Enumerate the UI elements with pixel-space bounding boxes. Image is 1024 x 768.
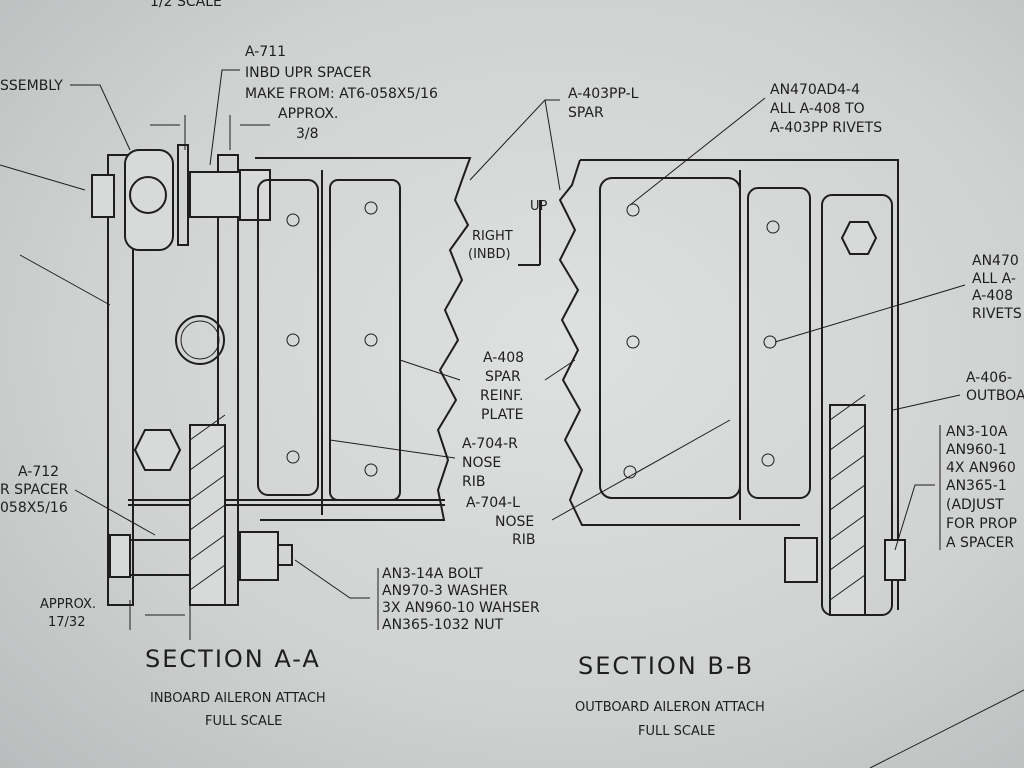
callout-line: A-408 — [483, 350, 524, 366]
nose-rib-r-callout: A-704-R NOSE RIB — [462, 436, 518, 490]
section-scale: FULL SCALE — [638, 724, 715, 739]
callout-line: ALL A-408 TO — [770, 101, 865, 117]
callout-line: ALL A- — [972, 271, 1016, 287]
callout-line: A-403PP-L — [568, 86, 639, 102]
callout-line: AN365-1 — [946, 478, 1007, 494]
callout-line: SPAR — [485, 369, 521, 385]
callout-line: A-403PP RIVETS — [770, 120, 882, 136]
callout-line: REINF. — [480, 388, 523, 404]
leader-lines — [0, 69, 1024, 768]
callout-line: AN3-14A BOLT — [382, 566, 483, 582]
section-title: SECTION A-A — [145, 645, 321, 673]
section-a-geometry — [91, 115, 472, 640]
section-subtitle: INBOARD AILERON ATTACH — [150, 691, 326, 706]
inbd-label: (INBD) — [468, 247, 511, 262]
callout-line: AN970-3 WASHER — [382, 583, 508, 599]
callout-line: RIB — [462, 474, 485, 490]
rivets-right-callout: AN470 ALL A- A-408 RIVETS — [972, 253, 1022, 322]
callout-line: APPROX. — [278, 106, 338, 122]
callout-line: A SPACER — [946, 535, 1014, 551]
rivets-b-callout: AN470AD4-4 ALL A-408 TO A-403PP RIVETS — [770, 82, 882, 136]
callout-line: FOR PROP — [946, 516, 1017, 532]
section-subtitle: OUTBOARD AILERON ATTACH — [575, 700, 765, 715]
callout-line: 3X AN960-10 WAHSER — [382, 600, 540, 616]
callout-line: AN960-1 — [946, 442, 1007, 458]
outboard-callout: A-406- OUTBOA — [966, 370, 1024, 404]
assembly-label: SSEMBLY — [0, 78, 63, 94]
callout-line: RIB — [512, 532, 535, 548]
callout-line: RIVETS — [972, 306, 1022, 322]
callout-line: A-704-L — [466, 495, 520, 511]
callout-line: NOSE — [462, 455, 501, 471]
up-label: UP — [530, 199, 548, 214]
right-label: RIGHT — [472, 229, 513, 244]
callout-line: (ADJUST — [946, 497, 1004, 513]
callout-line: 4X AN960 — [946, 460, 1016, 476]
nose-rib-l-callout: A-704-L NOSE RIB — [466, 495, 535, 548]
section-scale: FULL SCALE — [205, 714, 282, 729]
callout-line: A-408 — [972, 288, 1013, 304]
top-scale-note: 1/2 SCALE — [150, 0, 222, 10]
section-b-title-block: SECTION B-B OUTBOARD AILERON ATTACH FULL… — [575, 652, 765, 739]
hardware-b-callout: AN3-10A AN960-1 4X AN960 AN365-1 (ADJUST… — [946, 424, 1017, 551]
approx-1732-dimension: APPROX. 17/32 — [40, 597, 96, 630]
a711-callout: A-711 INBD UPR SPACER MAKE FROM: AT6-058… — [245, 44, 438, 142]
callout-line: 058X5/16 — [0, 500, 68, 516]
callout-line: INBD UPR SPACER — [245, 65, 372, 81]
a712-callout: A-712 R SPACER 058X5/16 — [0, 464, 69, 516]
callout-line: AN365-1032 NUT — [382, 617, 504, 633]
callout-line: AN470 — [972, 253, 1019, 269]
section-a-title-block: SECTION A-A INBOARD AILERON ATTACH FULL … — [145, 645, 326, 729]
callout-line: 3/8 — [296, 126, 319, 142]
callout-line: APPROX. — [40, 597, 96, 612]
callout-line: SPAR — [568, 105, 604, 121]
callout-line: 17/32 — [48, 615, 85, 630]
callout-line: NOSE — [495, 514, 534, 530]
callout-line: OUTBOA — [966, 388, 1024, 404]
callout-line: MAKE FROM: AT6-058X5/16 — [245, 86, 438, 102]
callout-line: AN3-10A — [946, 424, 1008, 440]
callout-line: A-711 — [245, 44, 286, 60]
callout-line: A-712 — [18, 464, 59, 480]
direction-indicator: UP RIGHT (INBD) — [468, 199, 548, 262]
section-b-geometry — [518, 159, 906, 616]
hardware-a-callout: AN3-14A BOLT AN970-3 WASHER 3X AN960-10 … — [382, 566, 540, 633]
callout-line: A-704-R — [462, 436, 518, 452]
spar-callout: A-403PP-L SPAR — [568, 86, 639, 121]
callout-line: AN470AD4-4 — [770, 82, 860, 98]
callout-line: A-406- — [966, 370, 1012, 386]
callout-line: PLATE — [481, 407, 523, 423]
callout-line: R SPACER — [0, 482, 69, 498]
reinf-plate-callout: A-408 SPAR REINF. PLATE — [480, 350, 524, 423]
section-title: SECTION B-B — [578, 652, 754, 680]
